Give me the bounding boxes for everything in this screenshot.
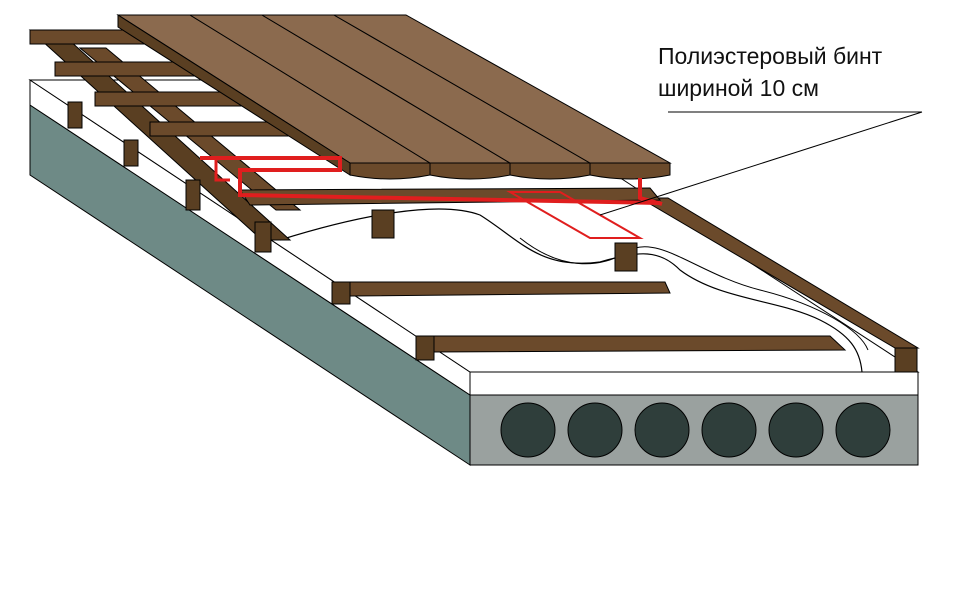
insulation-front [469, 371, 919, 396]
annotation-leader-pointer [599, 111, 923, 216]
annotation-line-2: шириной 10 см [658, 75, 819, 101]
deck-board-edge [509, 162, 591, 180]
polyester-tape-end [638, 178, 663, 206]
polyester-tape-annotation: Полиэстеровый бинт шириной 10 см [658, 40, 882, 104]
slab-hole [701, 402, 757, 458]
joist-lower-1 [344, 281, 671, 297]
deck-board-edge [589, 162, 671, 180]
upper-batten-post-a [371, 209, 395, 239]
deck-board-edge [429, 162, 511, 180]
joist-front-end [894, 347, 918, 373]
frame-post-2 [123, 139, 139, 167]
polyester-tape-strip [506, 191, 644, 239]
frame-post-4 [254, 221, 272, 253]
upper-batten-post-b [614, 242, 638, 272]
annotation-line-1: Полиэстеровый бинт [658, 43, 883, 69]
slab-hole [634, 402, 690, 458]
slab-hole [768, 402, 824, 458]
joist-lower-1-end [331, 281, 351, 305]
frame-post-1 [67, 101, 83, 129]
deck-board-edge [349, 162, 431, 180]
deck-side-edge [117, 14, 351, 176]
slab-hole [567, 402, 623, 458]
deck-boards [116, 14, 672, 180]
slab-hollow-cores [500, 402, 891, 458]
insulation-wave-2 [519, 237, 869, 351]
polyester-tape-vertical [214, 160, 230, 182]
polyester-tape-main [200, 156, 661, 205]
joist-lower-2-end [415, 335, 435, 361]
slab-hole [835, 402, 891, 458]
frame-post-3 [185, 179, 201, 211]
joist-lower-2 [419, 335, 847, 353]
slab-hole [500, 402, 556, 458]
